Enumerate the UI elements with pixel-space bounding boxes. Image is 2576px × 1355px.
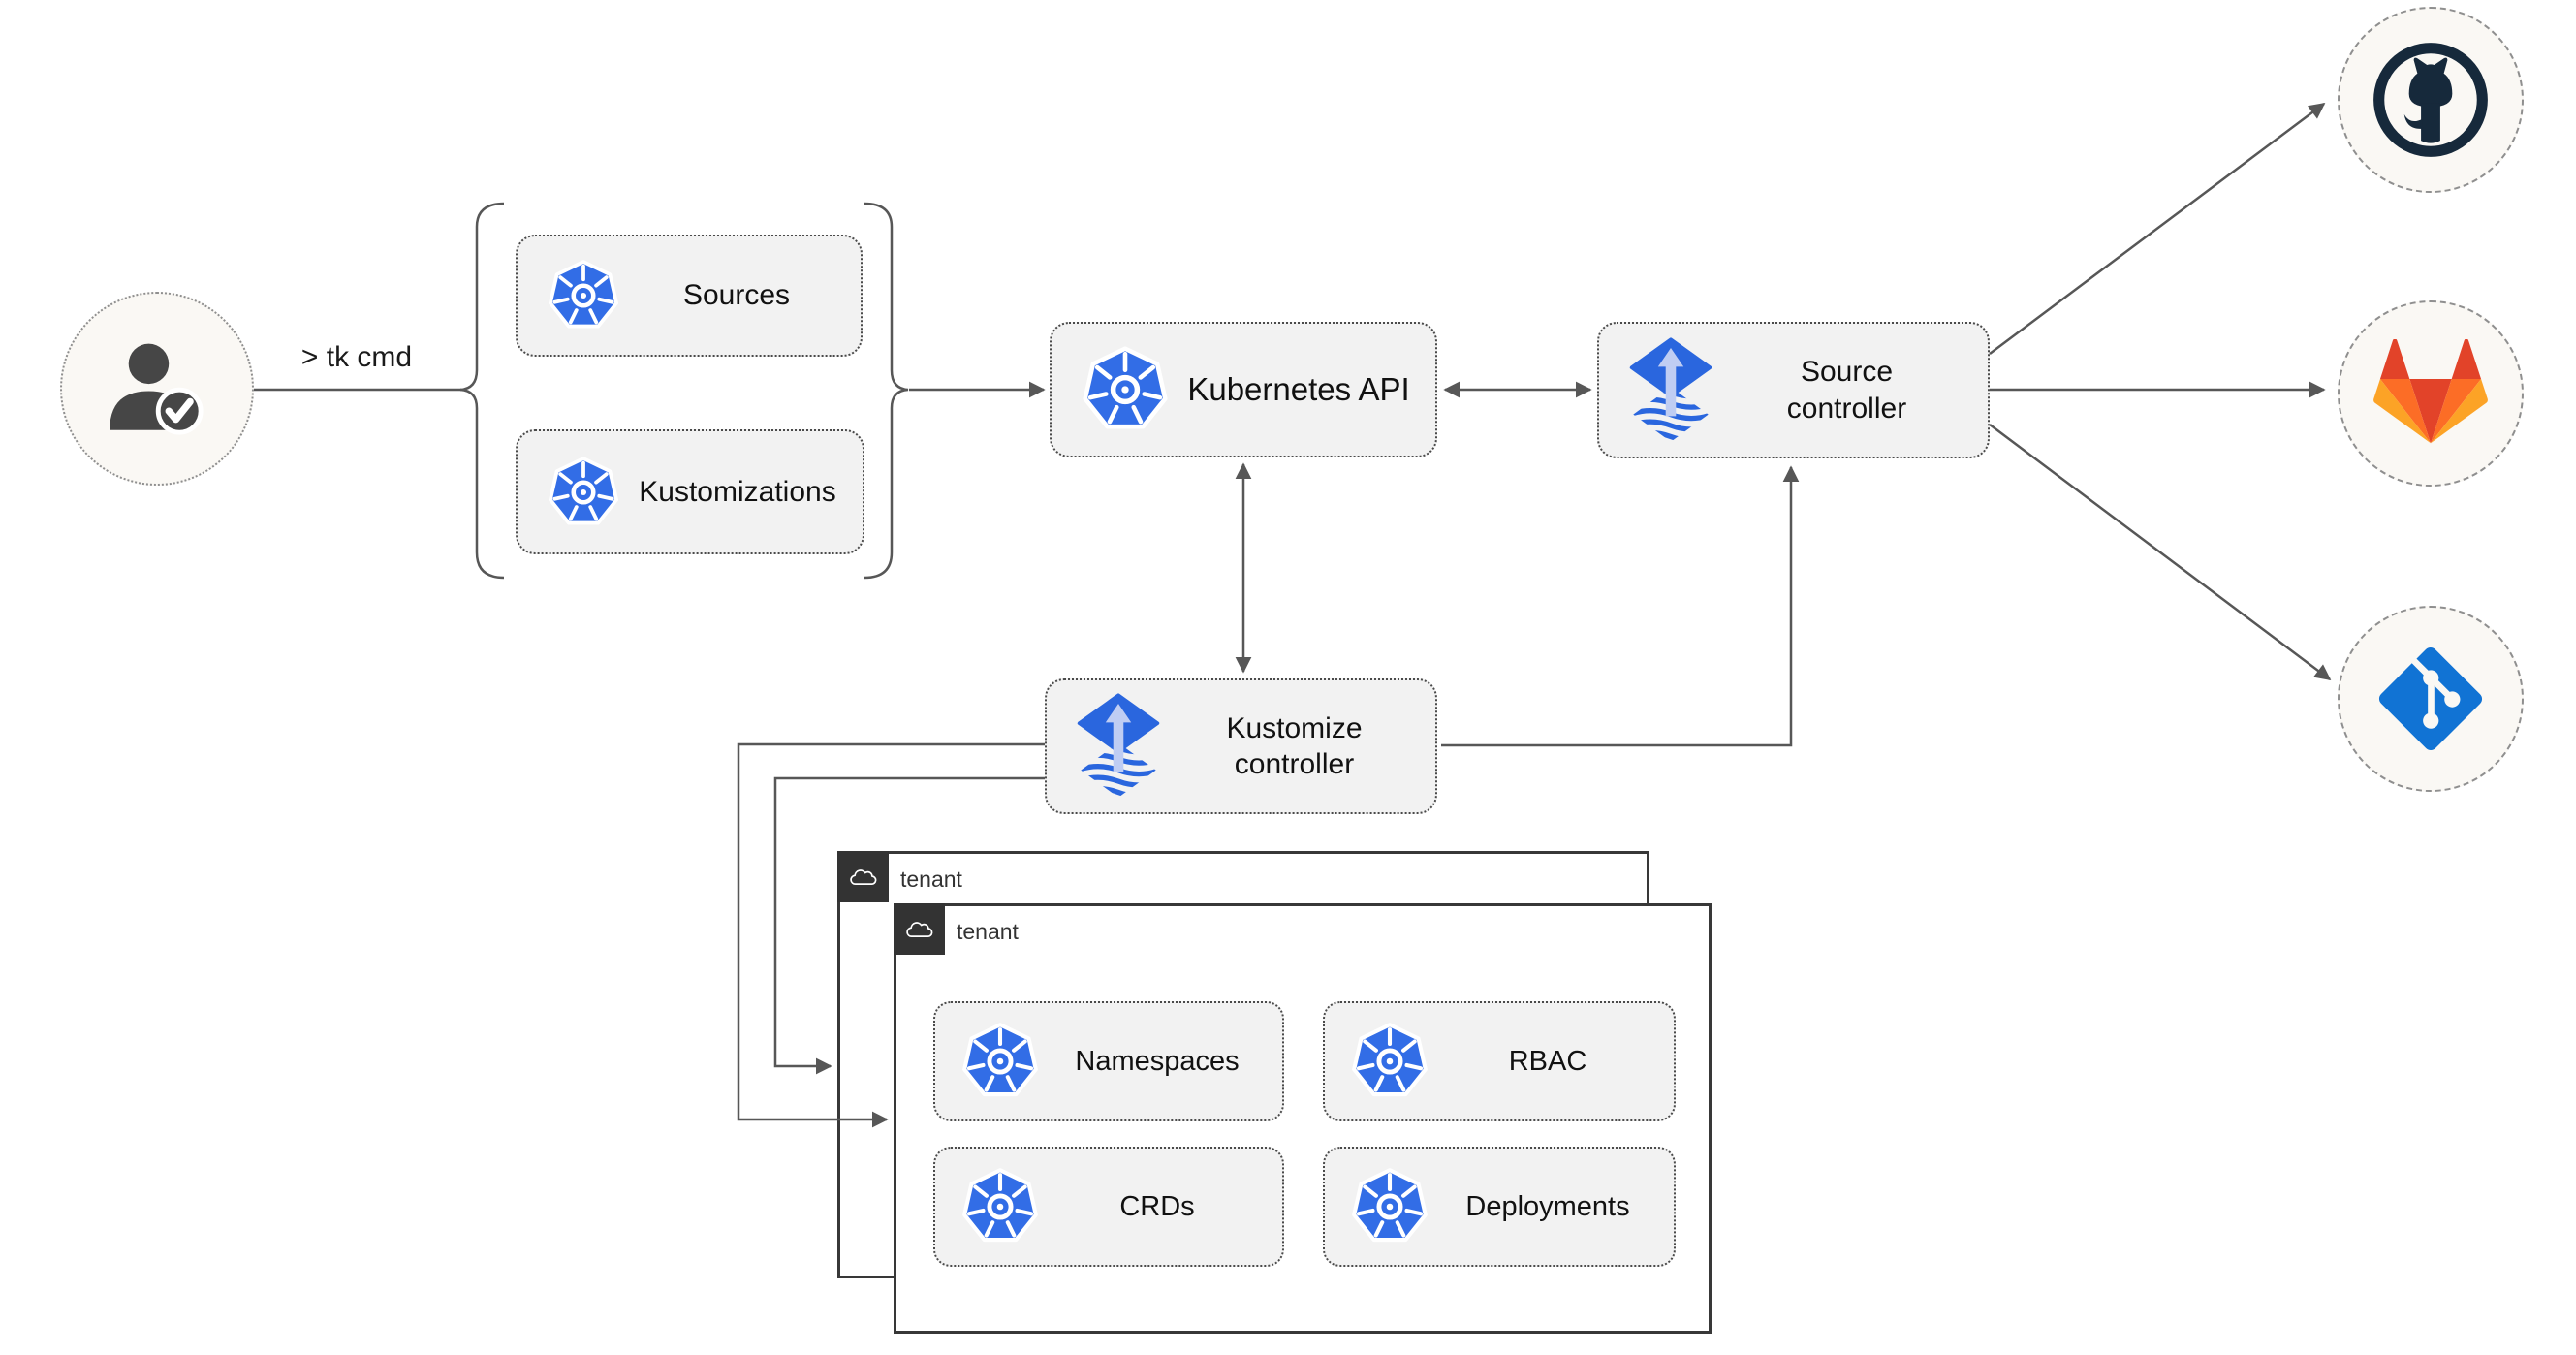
edge-source-to-git: [1989, 423, 2332, 681]
edge-source-to-github: [1989, 102, 2326, 356]
flux-icon: [1076, 693, 1161, 800]
kubernetes-icon: [1350, 1022, 1429, 1101]
git-node: [2338, 606, 2524, 792]
git-icon: [2376, 645, 2485, 753]
kubernetes-icon: [960, 1022, 1040, 1101]
kustomize-controller-node: Kustomize controller: [1045, 678, 1437, 814]
gitlab-icon: [2373, 339, 2488, 448]
cloud-icon: [847, 865, 880, 890]
deployments-node: Deployments: [1323, 1147, 1676, 1267]
sources-label: Sources: [682, 279, 791, 312]
tenant-label: tenant: [900, 867, 962, 892]
sources-node: Sources: [516, 235, 863, 357]
tenant-label: tenant: [957, 919, 1019, 944]
source-controller-line1: Source: [1800, 356, 1894, 388]
kustomize-controller-line2: controller: [1234, 748, 1355, 780]
edge-kustomize-to-source-controller: [1441, 465, 1800, 747]
github-node: [2338, 7, 2524, 193]
flux-icon: [1628, 337, 1713, 444]
github-icon: [2371, 40, 2491, 160]
rbac-node: RBAC: [1323, 1001, 1676, 1121]
kubernetes-icon: [547, 456, 620, 529]
user-check-icon: [98, 330, 216, 448]
kubernetes-icon: [1081, 345, 1170, 434]
kustomize-controller-line1: Kustomize: [1226, 711, 1363, 744]
source-controller-label: Source controller: [1713, 354, 1988, 426]
gitlab-node: [2338, 300, 2524, 487]
tk-cmd-label: > tk cmd: [300, 341, 413, 373]
source-controller-node: Source controller: [1597, 322, 1990, 458]
deployments-label: Deployments: [1465, 1190, 1630, 1222]
user-node: [60, 292, 254, 486]
crd-group-bracket-right: [864, 202, 909, 580]
kubernetes-icon: [1350, 1167, 1429, 1246]
tenant-box-front: tenant Namespaces RBAC CRDs Deployments: [894, 903, 1712, 1334]
cloud-icon: [903, 917, 936, 942]
source-controller-line2: controller: [1786, 392, 1907, 425]
rbac-label: RBAC: [1508, 1045, 1587, 1077]
crds-node: CRDs: [933, 1147, 1284, 1267]
tenant-header: [894, 903, 945, 955]
crds-label: CRDs: [1119, 1190, 1195, 1222]
tenant-header: [837, 851, 889, 902]
kubernetes-icon: [547, 259, 620, 332]
kustomize-controller-label: Kustomize controller: [1161, 710, 1435, 783]
namespaces-node: Namespaces: [933, 1001, 1284, 1121]
crd-group-bracket-left: [459, 202, 505, 580]
kubernetes-api-node: Kubernetes API: [1050, 322, 1437, 457]
kubernetes-api-label: Kubernetes API: [1187, 371, 1410, 408]
kustomizations-label: Kustomizations: [639, 475, 836, 508]
kustomizations-node: Kustomizations: [516, 429, 864, 554]
namespaces-label: Namespaces: [1075, 1045, 1240, 1077]
kubernetes-icon: [960, 1167, 1040, 1246]
